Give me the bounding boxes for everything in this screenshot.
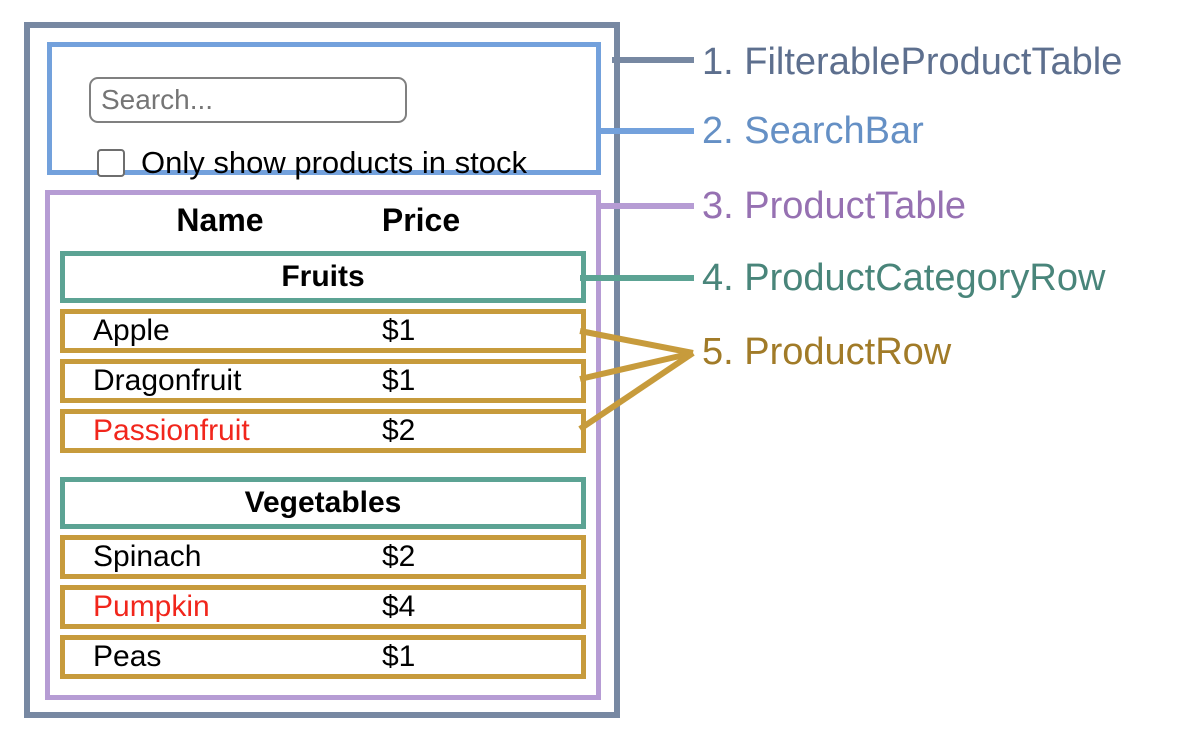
product-row: Spinach $2 (60, 535, 586, 579)
product-name: Dragonfruit (93, 364, 242, 397)
search-bar-label: 2. SearchBar (702, 110, 924, 152)
product-price: $1 (382, 640, 416, 673)
product-row: Passionfruit $2 (60, 409, 586, 453)
filterable-product-table-label: 1. FilterableProductTable (702, 41, 1123, 83)
in-stock-label: Only show products in stock (141, 145, 527, 180)
product-name: Peas (93, 640, 162, 673)
search-input[interactable] (89, 77, 407, 123)
product-row: Pumpkin $4 (60, 585, 586, 629)
product-table-label: 3. ProductTable (702, 185, 967, 227)
product-category-row-label: 4. ProductCategoryRow (702, 257, 1106, 299)
product-price: $2 (382, 414, 416, 447)
table-header: Name Price (50, 195, 596, 245)
product-row-label: 5. ProductRow (702, 331, 952, 373)
product-row: Peas $1 (60, 635, 586, 679)
product-category-row: Fruits (60, 251, 586, 303)
product-name: Apple (93, 314, 170, 347)
in-stock-filter[interactable]: Only show products in stock (97, 146, 527, 180)
product-row: Dragonfruit $1 (60, 359, 586, 403)
product-price: $2 (382, 540, 416, 573)
in-stock-checkbox[interactable] (97, 149, 125, 177)
product-price: $1 (382, 314, 416, 347)
product-category-row: Vegetables (60, 477, 586, 529)
product-price: $1 (382, 364, 416, 397)
product-price: $4 (382, 590, 416, 623)
name-column-header: Name (176, 202, 264, 238)
product-name: Passionfruit (93, 414, 250, 447)
product-row: Apple $1 (60, 309, 586, 353)
product-name: Spinach (93, 540, 202, 573)
price-column-header: Price (381, 202, 461, 238)
product-name: Pumpkin (93, 590, 210, 623)
search-bar-box: Only show products in stock (47, 42, 601, 180)
